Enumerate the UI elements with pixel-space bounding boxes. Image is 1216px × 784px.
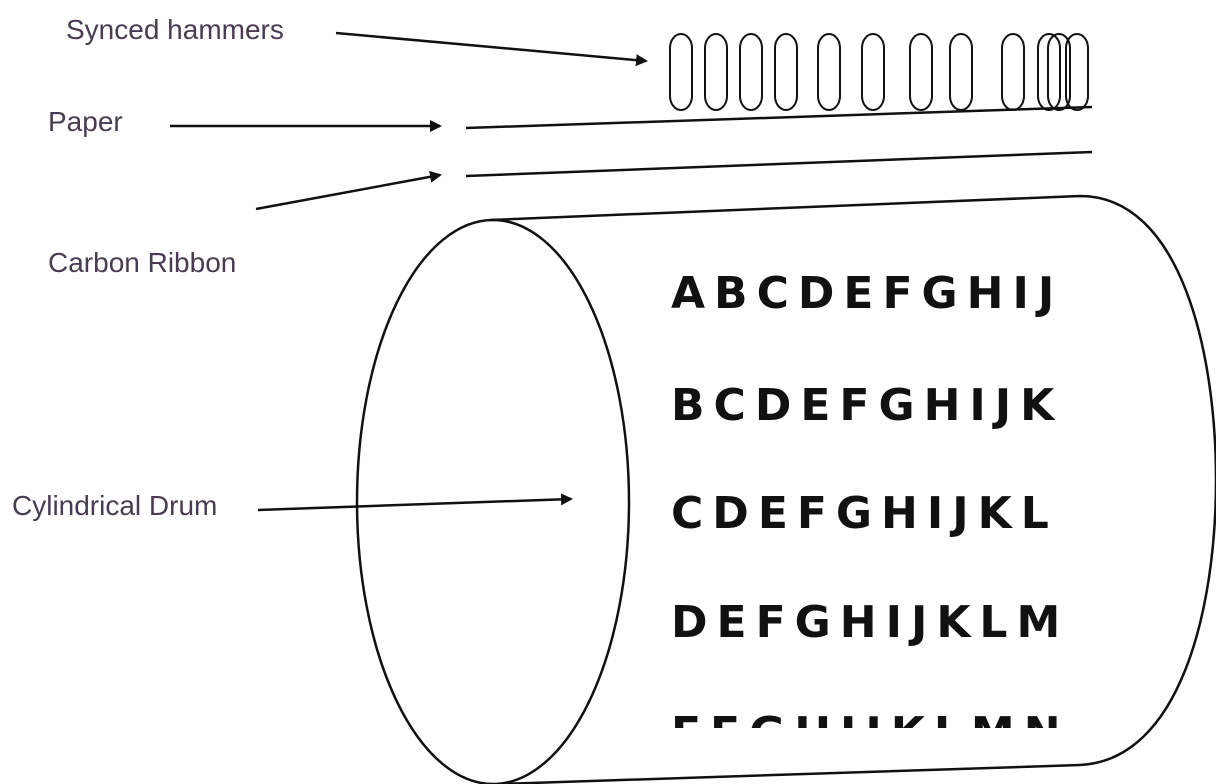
hammer xyxy=(1001,33,1025,111)
label-synced-hammers: Synced hammers xyxy=(66,14,284,45)
drum-arrow xyxy=(257,493,573,512)
hammer xyxy=(817,33,841,111)
drum-row: EFGHIJKLMN xyxy=(671,708,1070,759)
drum-character-rows: ABCDEFGHIJ BCDEFGHIJK CDEFGHIJKL DEFGHIJ… xyxy=(671,268,1070,759)
drum-row: CDEFGHIJKL xyxy=(671,488,1058,539)
drum-row: ABCDEFGHIJ xyxy=(671,268,1063,319)
label-cylindrical-drum: Cylindrical Drum xyxy=(12,490,218,521)
carbon-ribbon-arrow xyxy=(255,170,442,211)
carbon-ribbon-line xyxy=(465,150,1093,178)
paper-line xyxy=(465,105,1093,130)
drum-row: DEFGHIJKLM xyxy=(671,597,1069,648)
drum-row: BCDEFGHIJK xyxy=(671,380,1063,431)
hammer xyxy=(669,33,693,111)
hammer xyxy=(739,33,763,111)
drum-end-ellipse xyxy=(355,218,631,784)
label-carbon-ribbon: Carbon Ribbon xyxy=(48,247,237,278)
hammer xyxy=(1047,33,1071,111)
drum-body-outline xyxy=(489,194,1216,784)
hammer xyxy=(949,33,973,111)
label-paper: Paper xyxy=(48,106,123,137)
hammer xyxy=(704,33,728,111)
hammer xyxy=(1037,33,1061,111)
hammer xyxy=(774,33,798,111)
synced-hammers-group xyxy=(669,33,1089,111)
hammer xyxy=(909,33,933,111)
hammer xyxy=(1065,33,1089,111)
hammers-arrow xyxy=(335,31,648,67)
hammer xyxy=(861,33,885,111)
